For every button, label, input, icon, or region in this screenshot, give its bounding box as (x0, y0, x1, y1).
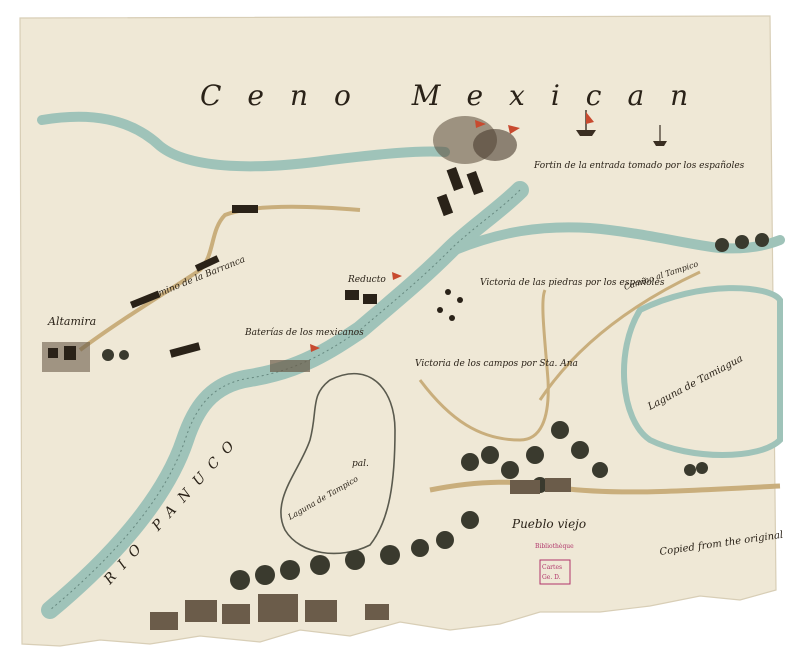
label-pueblo-viejo: Pueblo viejo (511, 517, 586, 531)
boat-icon (129, 205, 258, 358)
road-altamira (78, 204, 361, 352)
coastline (37, 111, 450, 172)
label-pal: pal. (352, 459, 369, 469)
road-east (538, 270, 701, 401)
label-fort-mouth: Fortin de la entrada tomado por los espa… (533, 161, 745, 171)
altamira-town (42, 342, 129, 372)
village-south (150, 511, 479, 630)
label-batteries: Baterías de los mexicanos (244, 327, 364, 338)
fort-mouth-cluster (433, 116, 520, 217)
label-victory-road: Victoria de los campos por Sta. Ana (415, 359, 578, 369)
svg-text:Cartes: Cartes (542, 564, 562, 571)
ship-icon (653, 125, 667, 146)
svg-text:Bibliothèque: Bibliothèque (535, 543, 574, 550)
label-altamira: Altamira (47, 315, 96, 328)
library-stamp: Bibliothèque Cartes Ge. D. (535, 543, 574, 585)
svg-text:Ge. D.: Ge. D. (542, 574, 561, 581)
laguna-tampico (280, 372, 396, 555)
tree-icon (684, 233, 769, 476)
batteries-mexican (270, 344, 320, 372)
reducto-buildings (345, 272, 402, 304)
laguna-tamiagua (621, 285, 783, 458)
road-south (418, 289, 550, 442)
sea-title: Ceno Mexican (200, 79, 714, 112)
ship-icon (576, 110, 596, 136)
forest-cluster (461, 421, 608, 494)
label-victory-rocks: Victoria de las piedras por los españole… (480, 278, 665, 288)
label-reducto: Reducto (347, 275, 386, 285)
coastline-east (450, 222, 785, 255)
victory-rocks-marks (437, 289, 463, 321)
